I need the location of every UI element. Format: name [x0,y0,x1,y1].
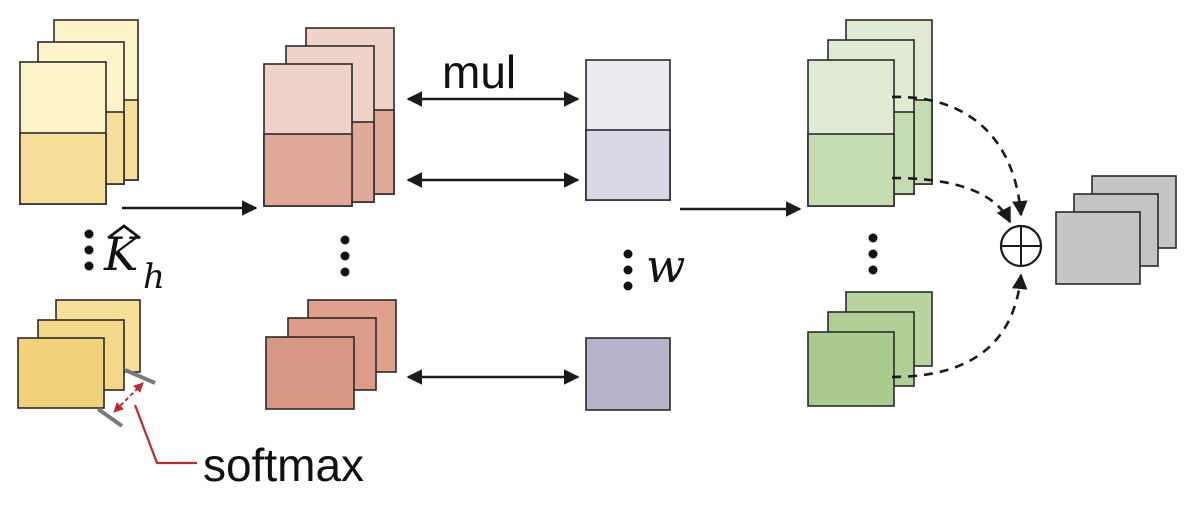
output-stack [1055,175,1177,285]
dashed-arrows [891,95,1028,379]
softmax-label: softmax [203,439,364,491]
k-hat-label: K h [103,224,165,297]
red-stack-bottom [265,299,397,410]
yellow-stack-top [19,19,139,205]
ellipsis-red [340,235,350,277]
w-label: w [646,239,685,293]
red-stack-top [263,27,395,207]
mul-label: mul [442,46,516,98]
w-label-group: w [623,239,685,293]
hat-accent [107,224,141,240]
sum-operator-icon [999,224,1043,268]
weight-block-top [585,59,671,201]
yellow-stack-bottom [17,299,141,409]
green-stack-bottom [807,291,933,407]
ellipsis-green [868,233,878,275]
ellipsis-yellow [84,229,94,271]
weight-block-bottom [585,337,671,411]
green-stack-top [807,19,933,207]
k-subscript: h [143,257,165,297]
softmax-indicator [96,368,197,465]
